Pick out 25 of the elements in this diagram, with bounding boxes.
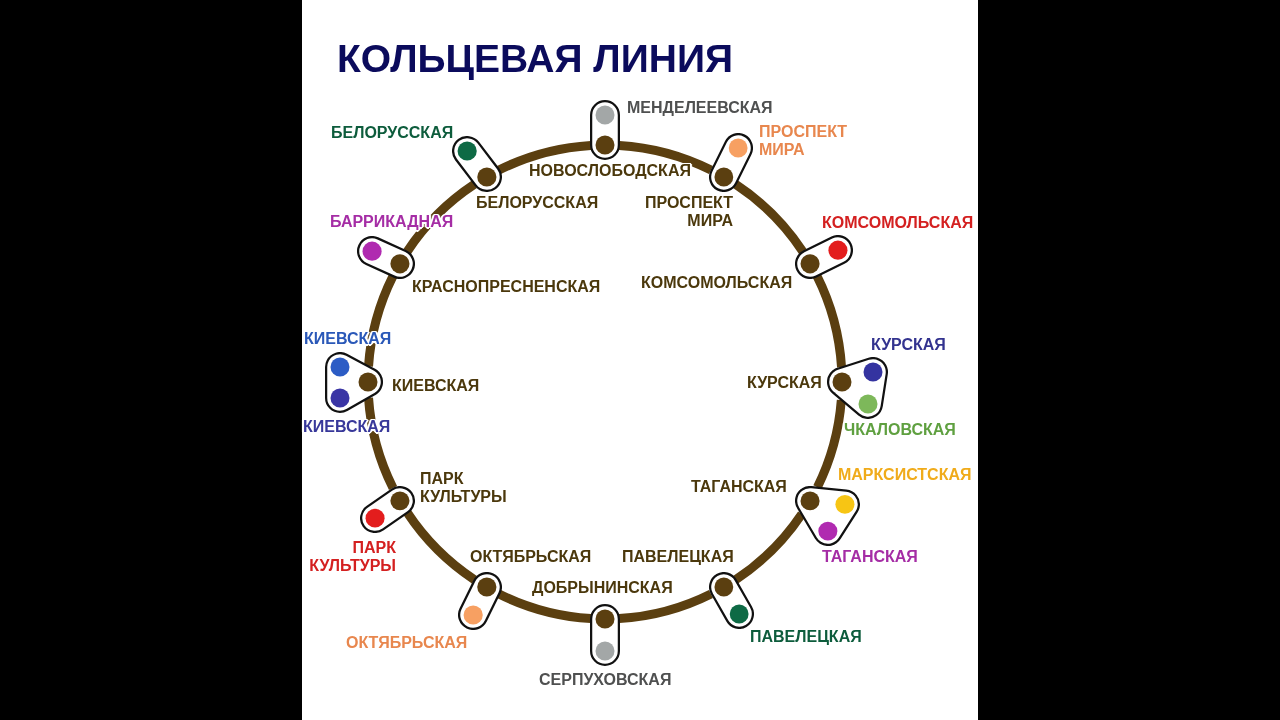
station-name: БЕЛОРУССКАЯ xyxy=(331,124,454,142)
station-name: ПРОСПЕКТ МИРА xyxy=(759,123,848,159)
station-name: МАРКСИСТСКАЯ xyxy=(838,466,972,484)
station-name: ДОБРЫНИНСКАЯ xyxy=(532,579,673,597)
station-name: КОМСОМОЛЬСКАЯ xyxy=(822,214,974,232)
station-name: МЕНДЕЛЕЕВСКАЯ xyxy=(627,99,773,117)
station-name: БЕЛОРУССКАЯ xyxy=(476,194,599,212)
station-name: ОКТЯБРЬСКАЯ xyxy=(470,548,592,566)
station-name: ЧКАЛОВСКАЯ xyxy=(844,421,956,439)
station-name: КИЕВСКАЯ xyxy=(392,377,480,395)
diagram-title: КОЛЬЦЕВАЯ ЛИНИЯ xyxy=(337,37,733,81)
station-name: ПАВЕЛЕЦКАЯ xyxy=(750,628,862,646)
station-name: ПАРК КУЛЬТУРЫ xyxy=(420,470,507,506)
station-name: ПАВЕЛЕЦКАЯ xyxy=(622,548,734,566)
station-name: ТАГАНСКАЯ xyxy=(691,478,787,496)
station-name: СЕРПУХОВСКАЯ xyxy=(539,671,672,689)
station-name: ОКТЯБРЬСКАЯ xyxy=(346,634,468,652)
station-name: КУРСКАЯ xyxy=(747,374,822,392)
station-name: КОМСОМОЛЬСКАЯ xyxy=(641,274,793,292)
station-name: ПРОСПЕКТ МИРА xyxy=(644,194,733,230)
station-name: КУРСКАЯ xyxy=(871,336,946,354)
station-name: НОВОСЛОБОДСКАЯ xyxy=(529,162,691,180)
station-name: ТАГАНСКАЯ xyxy=(822,548,918,566)
station-name: КРАСНОПРЕСНЕНСКАЯ xyxy=(412,278,601,296)
station-name: ПАРК КУЛЬТУРЫ xyxy=(309,539,396,575)
